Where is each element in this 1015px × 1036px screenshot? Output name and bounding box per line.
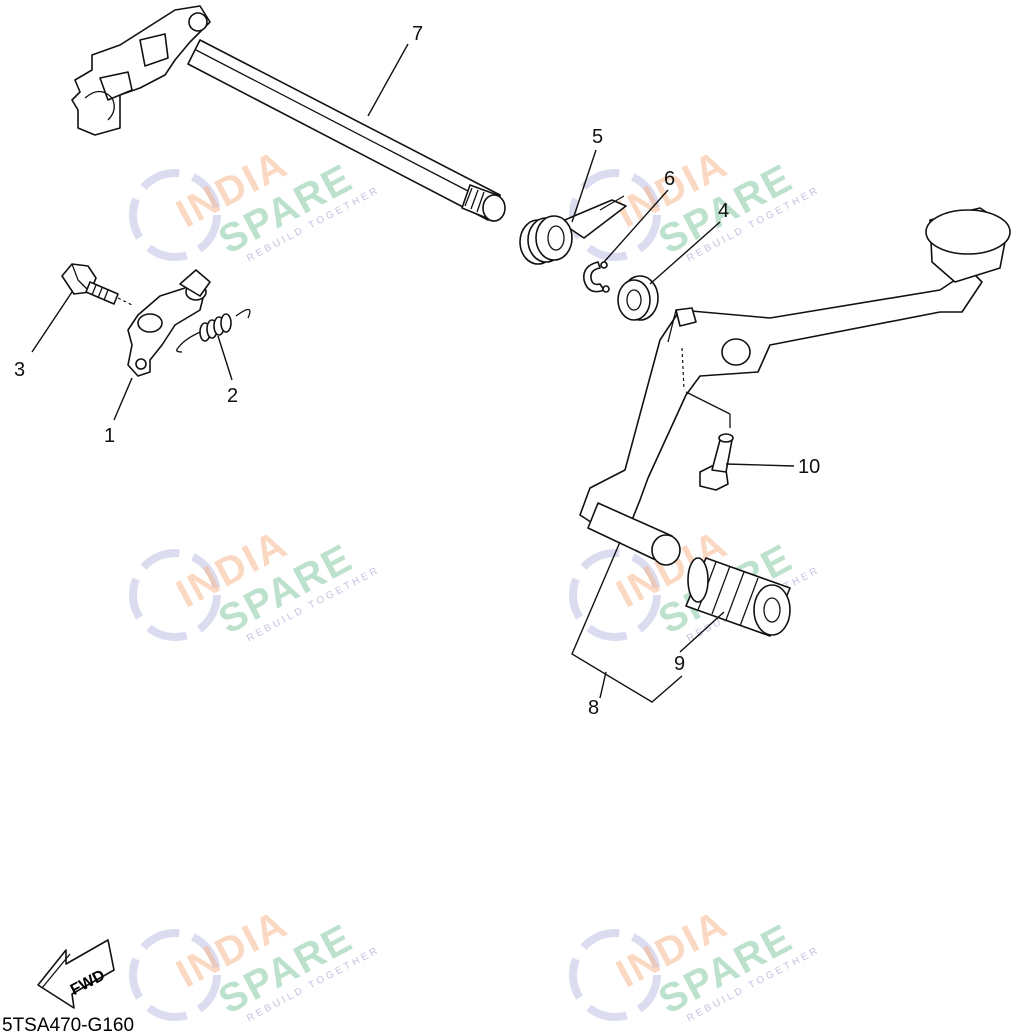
- wrench-icon: [129, 929, 221, 1021]
- callout-1: 1: [104, 425, 115, 447]
- part-shift-pedal: [579, 207, 1011, 566]
- callout-10: 10: [798, 456, 820, 478]
- watermark-bottom-right: INDIA SPARE REBUILD TOGETHER: [569, 902, 822, 1024]
- wrench-icon: [569, 929, 661, 1021]
- part-shift-shaft: [71, 5, 506, 222]
- part-pivot-bolt: [699, 433, 734, 491]
- leader-10: [725, 463, 795, 467]
- wrench-icon: [129, 549, 221, 641]
- fwd-arrow-icon: FWD: [37, 939, 115, 1009]
- leader-9: [679, 611, 725, 653]
- watermark-bottom-left: INDIA SPARE REBUILD TOGETHER: [129, 902, 382, 1024]
- callout-7: 7: [412, 23, 423, 45]
- part-stopper-lever: [127, 269, 211, 377]
- leader-3: [31, 291, 73, 353]
- leader-8-stem: [599, 671, 607, 699]
- part-circlip: [582, 261, 610, 293]
- leader-1: [113, 377, 133, 421]
- callout-4: 4: [718, 200, 729, 222]
- leader-6: [603, 189, 669, 263]
- callout-3: 3: [14, 359, 25, 381]
- callout-9: 9: [674, 653, 685, 675]
- leader-8: [571, 541, 683, 703]
- part-pedal-rubber: [685, 557, 791, 637]
- part-washer: [617, 275, 659, 321]
- callout-8: 8: [588, 697, 599, 719]
- leader-4: [649, 221, 721, 285]
- watermark-top-right: INDIA SPARE REBUILD TOGETHER: [569, 142, 822, 264]
- leader-5: [571, 149, 597, 223]
- wrench-icon: [129, 169, 221, 261]
- part-torsion-spring: [519, 195, 627, 265]
- part-bolt: [61, 263, 133, 306]
- callout-6: 6: [664, 168, 675, 190]
- leader-7: [367, 43, 409, 117]
- leader-2: [217, 335, 233, 381]
- callout-5: 5: [592, 126, 603, 148]
- wrench-icon: [569, 169, 661, 261]
- watermark-mid-left: INDIA SPARE REBUILD TOGETHER: [129, 522, 382, 644]
- callout-2: 2: [227, 385, 238, 407]
- drawing-code: 5TSA470-G160: [2, 1015, 134, 1036]
- part-spring-small: [176, 308, 251, 353]
